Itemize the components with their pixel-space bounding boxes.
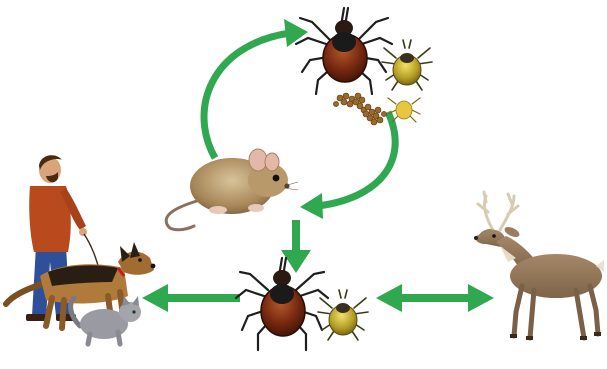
mouse-icon [166,149,298,230]
nymph-tick-icon [382,40,432,90]
egg-cluster-icon [333,93,386,125]
adult-tick-icon [296,8,392,94]
arrow-eggs-to-mouse [318,112,395,206]
nymph-tick-icon [318,290,368,340]
deer-icon [474,192,604,340]
arrow-mouse-to-bottom-tick [292,220,300,252]
arrow-tick-to-human [162,294,240,302]
arrowhead [142,284,168,312]
arrow-mouse-to-adult-tick [204,33,290,158]
adult-tick-icon [236,258,328,350]
arrowhead [468,284,494,312]
arrow-tick-deer [398,294,472,302]
arrowhead [300,193,323,219]
arrows [142,19,494,312]
arrowhead [376,284,402,312]
